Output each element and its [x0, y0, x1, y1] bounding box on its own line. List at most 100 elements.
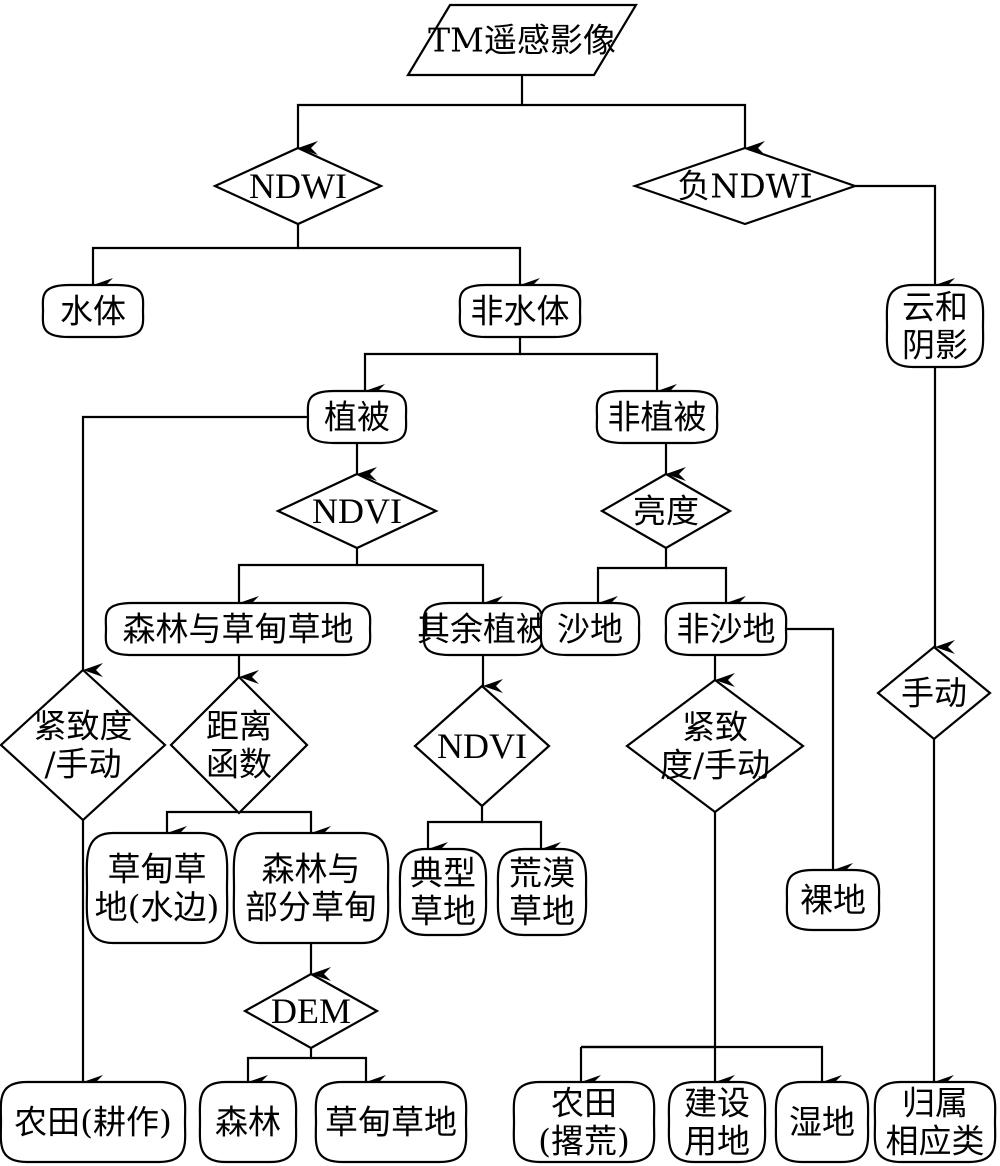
node-label: 裸地 — [800, 881, 866, 920]
terminal-rounded-box — [41, 283, 145, 339]
terminal-rounded-box — [873, 1080, 997, 1164]
node-label: 亮度 — [633, 492, 699, 531]
node-label: 沙地 — [557, 610, 623, 649]
terminal-rounded-box — [667, 1080, 767, 1164]
node-tm: TM遥感影像 — [406, 3, 638, 77]
node-label: 草甸草地 — [325, 1103, 457, 1142]
node-bright: 亮度 — [599, 472, 733, 550]
node-label: 度/手动 — [660, 746, 770, 785]
node-wetland: 湿地 — [774, 1080, 870, 1164]
node-label: 归属 — [902, 1084, 968, 1123]
terminal-rounded-box — [85, 831, 229, 945]
node-label: TM遥感影像 — [428, 21, 616, 60]
node-label: 湿地 — [789, 1103, 855, 1142]
decision-diamond — [169, 675, 309, 815]
node-farm-aband: 农田(撂荒) — [512, 1080, 656, 1164]
node-label: 负NDWI — [677, 167, 812, 206]
terminal-rounded-box — [398, 847, 488, 937]
terminal-rounded-box — [664, 601, 788, 657]
node-label: 手动 — [901, 674, 967, 713]
edge-tm-to-ndwi — [296, 75, 524, 155]
node-label: 云和 — [902, 288, 968, 327]
node-compact2: 紧致度/手动 — [625, 678, 805, 814]
node-label: 草地 — [509, 892, 575, 931]
node-manual: 手动 — [876, 645, 992, 741]
node-label: 草甸草 — [108, 850, 207, 889]
node-dem: DEM — [242, 972, 380, 1050]
edge-ndwi-to-water — [91, 224, 300, 292]
decision-diamond — [212, 146, 384, 226]
node-label: 非沙地 — [677, 610, 776, 649]
decision-diamond — [876, 645, 992, 741]
terminal-rounded-box — [785, 868, 881, 932]
node-ndwi: NDWI — [212, 146, 384, 226]
terminal-rounded-box — [885, 283, 985, 369]
node-nonwater: 非水体 — [458, 283, 582, 339]
node-label: 地(水边) — [95, 888, 220, 927]
decision-diamond — [413, 684, 551, 808]
node-label: (撂荒) — [538, 1122, 630, 1161]
edge-distance-to-forest-part — [239, 810, 331, 840]
node-label: NDVI — [437, 726, 527, 766]
node-other-veg: 其余植被 — [417, 601, 549, 657]
terminal-rounded-box — [458, 283, 582, 339]
node-label: 相应类 — [886, 1122, 985, 1161]
terminal-rounded-box — [595, 389, 719, 445]
edge-ndvi1-to-other-veg — [357, 563, 503, 610]
edge-distance-to-meadow-water — [165, 810, 241, 840]
node-label: 荒漠 — [509, 854, 575, 893]
edge-neg-ndwi-to-cloud — [855, 184, 955, 292]
edge-veg-to-compact1 — [81, 415, 308, 677]
edge-nonwater-to-veg — [363, 337, 522, 398]
node-label: 草地 — [410, 892, 476, 931]
decision-diamond — [275, 472, 439, 550]
terminal-rounded-box — [774, 1080, 870, 1164]
node-forest-grass: 森林与草甸草地 — [104, 601, 372, 657]
edge-ndvi2-to-typical — [426, 806, 484, 856]
node-farm-till: 农田(耕作) — [0, 1080, 187, 1164]
edge-compact2-to-wetland — [581, 1045, 842, 1089]
edge-layer — [81, 75, 955, 1089]
node-meadow-water: 草甸草地(水边) — [85, 831, 229, 945]
node-label: 距离 — [206, 707, 272, 746]
node-sand: 沙地 — [539, 601, 641, 657]
decision-diamond — [0, 668, 167, 822]
edge-ndvi2-to-desert — [482, 820, 561, 856]
edge-ndwi-to-nonwater — [298, 246, 540, 292]
decision-diamond — [631, 146, 859, 226]
node-label: 农田 — [551, 1084, 617, 1123]
edge-bright-to-sand — [596, 548, 668, 610]
terminal-rounded-box — [512, 1080, 656, 1164]
node-label: NDVI — [312, 491, 402, 531]
node-water: 水体 — [41, 283, 145, 339]
node-label: 典型 — [410, 854, 476, 893]
edge-dem-to-meadow — [311, 1056, 386, 1089]
node-forest: 森林 — [198, 1080, 298, 1164]
edge-nonwater-to-nonveg — [520, 352, 677, 398]
edge-bright-to-nonsand — [666, 566, 746, 610]
data-parallelogram — [406, 3, 638, 77]
node-label: 函数 — [206, 745, 272, 784]
decision-diamond — [625, 678, 805, 814]
node-label: 森林 — [215, 1103, 281, 1142]
terminal-rounded-box — [314, 1080, 468, 1164]
node-label: 紧致 — [682, 708, 748, 747]
node-label: 非水体 — [471, 292, 570, 331]
node-label: 其余植被 — [417, 610, 549, 649]
node-label: 植被 — [324, 398, 390, 437]
terminal-rounded-box — [539, 601, 641, 657]
node-neg-ndwi: 负NDWI — [631, 146, 859, 226]
node-label: /手动 — [44, 745, 121, 784]
node-ndvi1: NDVI — [275, 472, 439, 550]
node-label: 用地 — [684, 1122, 750, 1161]
node-label: 森林与 — [262, 850, 361, 889]
node-label: 非植被 — [608, 398, 707, 437]
